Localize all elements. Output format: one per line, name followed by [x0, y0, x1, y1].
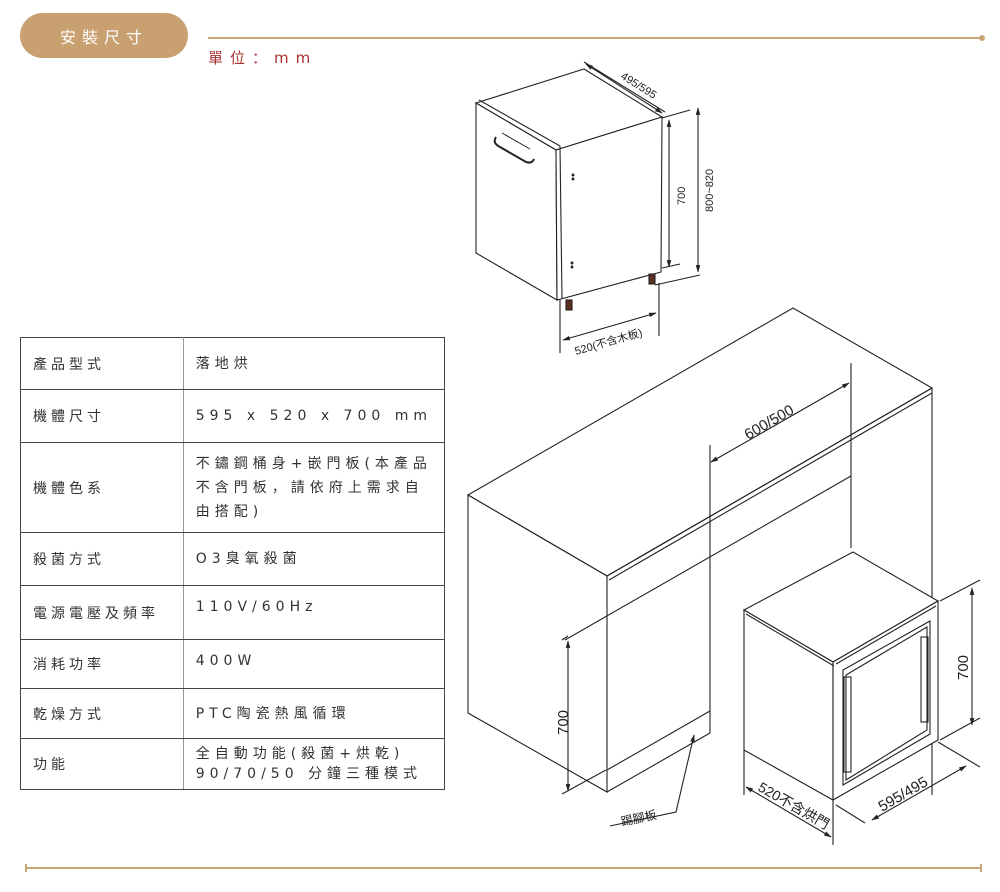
dim-unit-height: 700 [955, 655, 972, 680]
section-title: 安裝尺寸 [59, 27, 148, 47]
top-divider [208, 35, 985, 41]
spec-value: 全自動功能(殺菌+烘乾) 90/70/50 分鐘三種模式 [182, 738, 446, 790]
spec-value: PTC陶瓷熱風循環 [182, 688, 446, 739]
spec-label: 電源電壓及頻率 [20, 585, 184, 640]
spec-value: 110V/60Hz [182, 585, 446, 640]
table-row: 電源電壓及頻率 110V/60Hz [20, 585, 446, 640]
spec-table: 產品型式 落地烘 機體尺寸 595 x 520 x 700 mm 機體色系 不鏽… [20, 337, 446, 790]
spec-value: 400W [182, 639, 446, 689]
spec-value: 595 x 520 x 700 mm [182, 389, 446, 443]
freestanding-unit-drawing [742, 551, 981, 845]
table-row: 乾燥方式 PTC陶瓷熱風循環 [20, 688, 446, 739]
dim-cabinet-height: 700 [555, 710, 572, 735]
divider-end-cap [25, 864, 27, 872]
table-row: 殺菌方式 O3臭氧殺菌 [20, 532, 446, 586]
spec-label: 產品型式 [20, 337, 184, 390]
dim-depth-top: 520(不含木板) [573, 325, 644, 358]
bottom-divider [25, 864, 982, 872]
spec-label: 機體尺寸 [20, 389, 184, 443]
top-unit-drawing [474, 61, 701, 353]
spec-label: 機體色系 [20, 442, 184, 533]
table-row: 機體尺寸 595 x 520 x 700 mm [20, 389, 446, 443]
divider-end-dot [979, 35, 985, 41]
spec-value: O3臭氧殺菌 [182, 532, 446, 586]
spec-label: 乾燥方式 [20, 688, 184, 739]
divider-end-cap [980, 864, 982, 872]
kickboard-label: 踢腳板 [620, 808, 658, 829]
unit-label: 單位：mm [208, 49, 318, 67]
table-row: 功能 全自動功能(殺菌+烘乾) 90/70/50 分鐘三種模式 [20, 738, 446, 790]
section-title-badge: 安裝尺寸 [20, 13, 188, 58]
dim-unit-width: 595/495 [876, 774, 931, 816]
dim-height-top: 700 [676, 187, 688, 205]
table-row: 消耗功率 400W [20, 639, 446, 689]
dim-total-height-top: 800~820 [704, 169, 716, 212]
